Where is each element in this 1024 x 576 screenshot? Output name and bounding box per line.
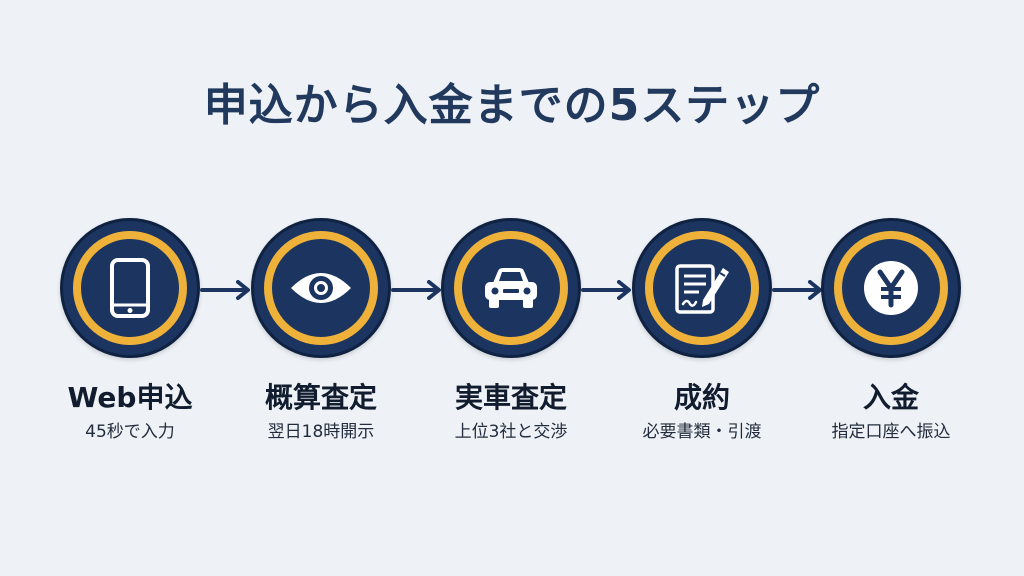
yen-coin-icon xyxy=(861,258,921,318)
step-1-title: Web申込 xyxy=(67,381,193,414)
arrow-right-icon xyxy=(581,280,631,300)
step-4-title: 成約 xyxy=(673,381,730,414)
smartphone-icon xyxy=(108,258,152,318)
step-2-badge xyxy=(251,218,391,358)
step-4-ring xyxy=(645,231,759,345)
step-5-description: 指定口座へ振込 xyxy=(831,422,951,442)
step-5-title: 入金 xyxy=(862,381,919,414)
step-2-description: 翌日18時開示 xyxy=(267,422,375,442)
step-1-description: 45秒で入力 xyxy=(85,422,175,442)
step-contract: 成約 必要書類・引渡 xyxy=(612,218,792,444)
step-2-title: 概算査定 xyxy=(264,381,377,414)
step-1-badge xyxy=(60,218,200,358)
eye-icon xyxy=(289,268,353,308)
step-5-ring xyxy=(834,231,948,345)
step-3-ring xyxy=(454,231,568,345)
step-vehicle-inspection: 実車査定 上位3社と交渉 xyxy=(421,218,601,444)
arrow-right-icon xyxy=(772,280,822,300)
step-3-badge xyxy=(441,218,581,358)
step-5-badge xyxy=(821,218,961,358)
step-payment: 入金 指定口座へ振込 xyxy=(801,218,981,444)
step-3-title: 実車査定 xyxy=(454,381,567,414)
page-title: 申込から入金までの5ステップ xyxy=(203,80,821,131)
step-3-description: 上位3社と交渉 xyxy=(454,422,568,442)
arrow-right-icon xyxy=(200,280,250,300)
contract-signing-icon xyxy=(673,260,731,316)
step-4-description: 必要書類・引渡 xyxy=(642,422,762,442)
step-4-badge xyxy=(632,218,772,358)
step-web-application: Web申込 45秒で入力 xyxy=(40,218,220,444)
step-rough-appraisal: 概算査定 翌日18時開示 xyxy=(231,218,411,444)
arrow-right-icon xyxy=(391,280,441,300)
car-icon xyxy=(481,265,541,311)
step-2-ring xyxy=(264,231,378,345)
step-1-ring xyxy=(73,231,187,345)
